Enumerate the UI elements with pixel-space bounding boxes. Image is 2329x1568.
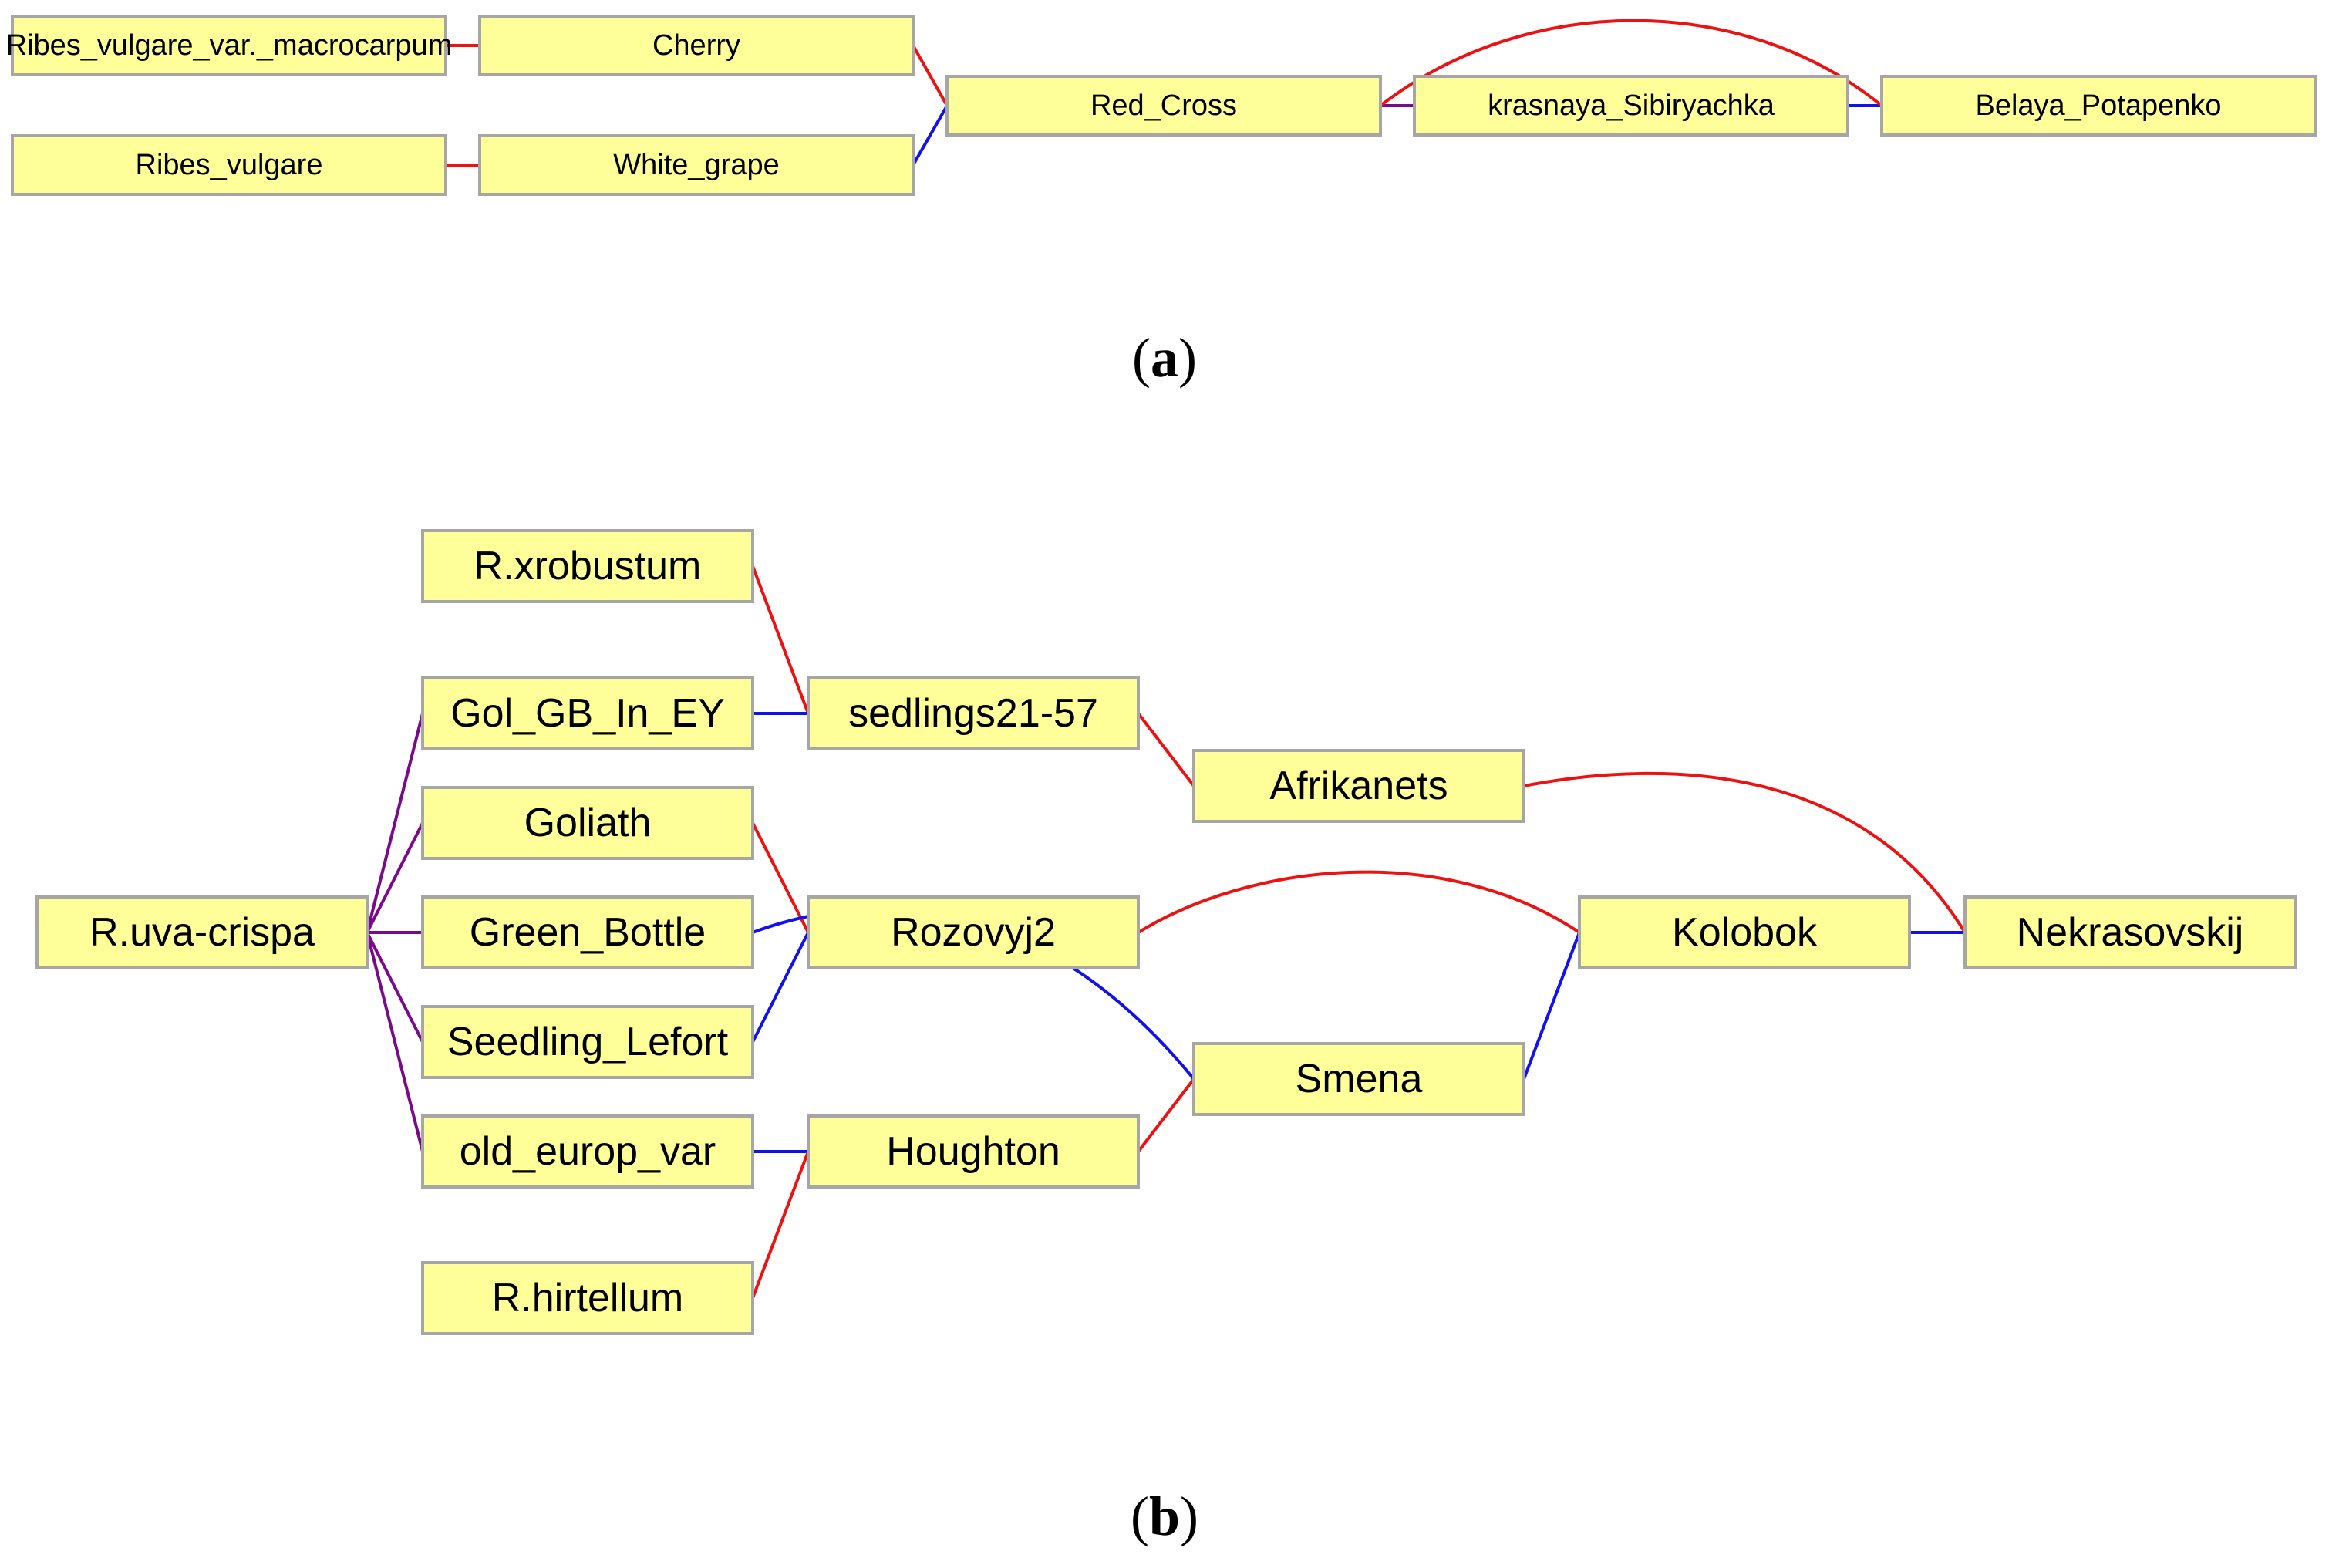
node-label: Ribes_vulgare (136, 149, 323, 181)
panel-b-edge-smena-to-kolobok (1522, 932, 1581, 1080)
node-label: Ribes_vulgare_var._macrocarpum (6, 29, 453, 62)
panel-b-node-kolobok: Kolobok (1578, 895, 1911, 969)
panel-b-node-old-europ-var: old_europ_var (421, 1114, 754, 1189)
panel-a-node-red-cross: Red_Cross (945, 75, 1382, 137)
panel-b-edge-rozovyj2-to-kolobok (1137, 870, 1581, 934)
panel-a-node-cherry: Cherry (478, 15, 915, 76)
panel-a-edge-red-cross-to-belaya-potapenko (1379, 19, 1883, 107)
nodes-layer: Ribes_vulgare_var._macrocarpum CherryRibe… (6, 15, 2317, 1335)
panel-b-edge-r-uva-crispa-to-gol-gb-in-ey (366, 713, 424, 933)
panel-b-node-r-hirtellum: R.hirtellum (421, 1261, 754, 1335)
panel-b-edge-r-hirtellum-to-houghton (751, 1151, 810, 1299)
node-box (35, 895, 369, 969)
node-box (1413, 75, 1849, 137)
node-box (478, 134, 915, 196)
panel-b-node-sedlings21-57: sedlings21-57 (807, 676, 1140, 750)
panel-b-label: (b) (1131, 1485, 1198, 1547)
panel-b-node-smena: Smena (1192, 1042, 1525, 1116)
node-box (1578, 895, 1911, 969)
panel-b-node-rozovyj2: Rozovyj2 (807, 895, 1140, 969)
node-box (1192, 749, 1525, 823)
node-box (478, 15, 915, 76)
node-label: Kolobok (1672, 910, 1818, 955)
panel-b-node-seedling-lefort: Seedling_Lefort (421, 1005, 754, 1079)
panel-a-node-ribes-vulgare-macrocarpum: Ribes_vulgare_var._macrocarpum (6, 15, 453, 76)
panel-a-node-krasnaya-sibiryachka: krasnaya_Sibiryachka (1413, 75, 1849, 137)
panel-b-edge-afrikanets-to-nekrasovskij (1523, 771, 1967, 934)
panel-b-edge-sedlings21-57-to-afrikanets (1137, 712, 1195, 787)
node-box (421, 676, 754, 750)
node-box (421, 1261, 754, 1335)
node-box (421, 786, 754, 860)
node-label: R.hirtellum (492, 1276, 684, 1320)
node-label: R.uva-crispa (89, 910, 315, 955)
panel-b-node-r-uva-crispa: R.uva-crispa (35, 895, 369, 969)
node-box (1963, 895, 2297, 969)
node-label: R.xrobustum (474, 544, 702, 588)
panel-a-edge-white-grape-to-red-cross (912, 105, 949, 166)
panel-a-node-ribes-vulgare: Ribes_vulgare (11, 134, 447, 196)
panel-b-node-nekrasovskij: Nekrasovskij (1963, 895, 2297, 969)
node-box (1192, 1042, 1525, 1116)
panel-b-node-afrikanets: Afrikanets (1192, 749, 1525, 823)
node-label: White_grape (613, 149, 779, 181)
panel-b-node-green-bottle: Green_Bottle (421, 895, 754, 969)
panel-b-edge-goliath-to-rozovyj2 (751, 822, 810, 933)
node-box (807, 676, 1140, 750)
panel-a-node-belaya-potapenko: Belaya_Potapenko (1880, 75, 2317, 137)
panel-b-edge-r-xrobustum-to-sedlings21-57 (751, 565, 810, 714)
node-box (945, 75, 1382, 137)
panel-a-node-white-grape: White_grape (478, 134, 915, 196)
panel-a-label: (a) (1132, 327, 1197, 389)
panel-b-edge-houghton-to-smena (1137, 1077, 1195, 1153)
panel-b-edge-r-uva-crispa-to-old-europ-var (366, 932, 424, 1152)
panel-b-node-goliath: Goliath (421, 786, 754, 860)
node-label: Houghton (886, 1129, 1060, 1174)
node-label: Rozovyj2 (891, 910, 1056, 955)
node-box (11, 134, 447, 196)
node-label: Goliath (524, 801, 652, 845)
panel-b-edge-seedling-lefort-to-rozovyj2 (751, 932, 810, 1043)
node-box (421, 1114, 754, 1189)
panel-b-edge-r-uva-crispa-to-goliath (366, 822, 424, 933)
node-label: Gol_GB_In_EY (450, 691, 725, 736)
node-label: Seedling_Lefort (447, 1020, 729, 1064)
node-label: Green_Bottle (470, 910, 706, 955)
node-label: Afrikanets (1269, 764, 1448, 808)
node-label: Nekrasovskij (2017, 910, 2244, 955)
node-label: krasnaya_Sibiryachka (1488, 89, 1775, 122)
node-box (11, 15, 447, 76)
node-box (1880, 75, 2317, 137)
node-label: Red_Cross (1090, 89, 1237, 122)
panel-b-node-r-xrobustum: R.xrobustum (421, 529, 754, 603)
node-box (807, 895, 1140, 969)
node-box (421, 895, 754, 969)
node-label: Belaya_Potapenko (1975, 89, 2221, 122)
node-label: old_europ_var (460, 1129, 716, 1174)
panel-b-node-gol-gb-in-ey: Gol_GB_In_EY (421, 676, 754, 750)
node-box (807, 1114, 1140, 1189)
node-box (421, 1005, 754, 1079)
node-box (421, 529, 754, 603)
node-label: Smena (1296, 1057, 1423, 1101)
node-label: sedlings21-57 (848, 691, 1098, 736)
panel-b-edge-r-uva-crispa-to-seedling-lefort (366, 932, 424, 1043)
edges-layer (366, 19, 1967, 1299)
node-label: Cherry (652, 29, 740, 62)
panel-b-node-houghton: Houghton (807, 1114, 1140, 1189)
panel-a-edge-cherry-to-red-cross (912, 45, 949, 106)
